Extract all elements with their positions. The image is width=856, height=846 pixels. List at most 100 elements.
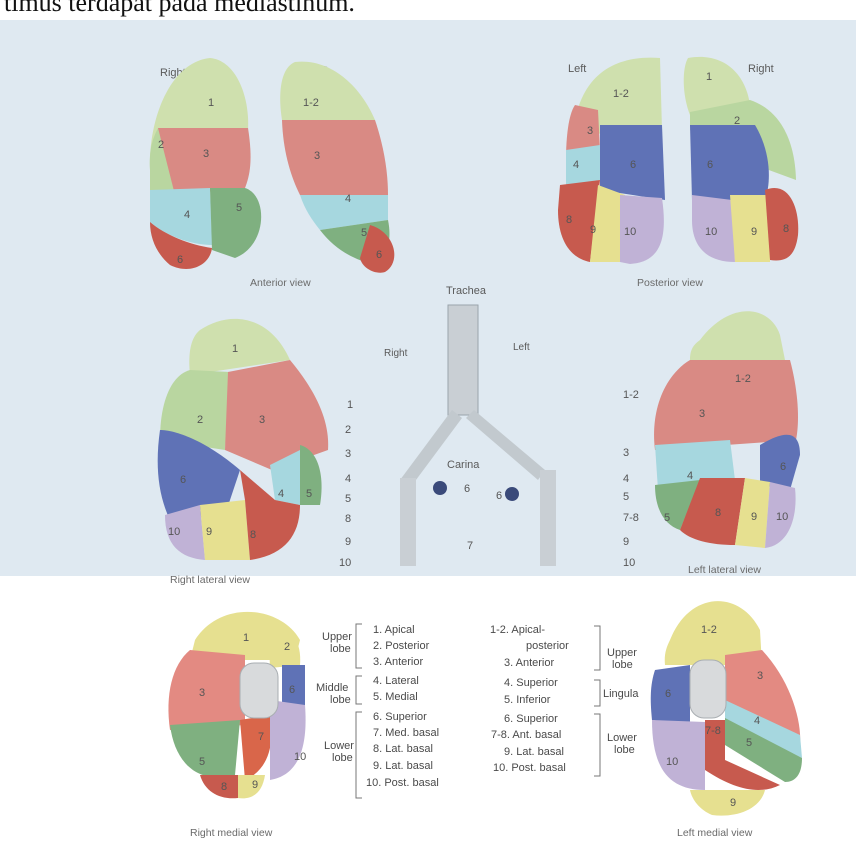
lleg-item-9: 9. Lat. basal [504,746,564,758]
rmed-seg8 [200,775,238,798]
rbr-2: 2 [345,424,351,436]
ant-r-num1: 1 [208,97,214,109]
lmed-num6: 6 [665,688,671,700]
llat-num10: 10 [776,511,788,523]
ant-l-num6: 6 [376,249,382,261]
lbr-3: 3 [623,447,629,459]
lbr-78: 7-8 [623,512,639,524]
ant-r-num5: 5 [236,202,242,214]
lbr-9: 9 [623,536,629,548]
post-l-num9: 9 [590,224,596,236]
right-bronchus-6-marker [433,481,447,495]
rbr-6: 6 [464,483,470,495]
lmed-num10: 10 [666,756,678,768]
lleg-lower-2: lobe [614,744,635,756]
left-lateral-view-label: Left lateral view [688,564,761,576]
post-l-num6: 6 [630,159,636,171]
lmed-num5: 5 [746,737,752,749]
llat-num3: 3 [699,408,705,420]
lbr-10: 10 [623,557,635,569]
rlat-num8: 8 [250,529,256,541]
rmed-num5: 5 [199,756,205,768]
rleg-item-9: 9. Lat. basal [373,760,433,772]
rmed-seg5 [170,720,240,778]
lbr-6: 6 [496,490,502,502]
lmed-hilum [690,660,726,718]
lleg-item-12a: 1-2. Apical- [490,624,545,636]
bronchial-tree: Trachea Carina Right Left 1 2 3 4 5 8 9 … [339,285,639,569]
llat-num9: 9 [751,511,757,523]
post-l-num4: 4 [573,159,579,171]
rbr-9: 9 [345,536,351,548]
carina-label: Carina [447,459,480,471]
ant-r-num4: 4 [184,209,190,221]
airway-left-label: Left [513,342,530,353]
rmed-seg3 [168,650,245,730]
rleg-item-6: 6. Superior [373,711,427,723]
anterior-view: Right Left 1 2 3 4 5 6 [150,58,395,289]
posterior-left-label: Left [568,63,586,75]
right-lateral-view-label: Right lateral view [170,574,250,586]
post-r-num6: 6 [707,159,713,171]
lmed-num4: 4 [754,715,760,727]
post-r-seg8 [765,188,798,260]
lleg-lower-1: Lower [607,732,637,744]
rmed-num1: 1 [243,632,249,644]
rlat-num9: 9 [206,526,212,538]
llat-seg12 [690,311,785,360]
rleg-item-5: 5. Medial [373,691,418,703]
right-lung-legend: Upper lobe Middle lobe Lower lobe 1. Api… [316,624,439,798]
rbr-1: 1 [347,399,353,411]
lbr-4: 4 [623,473,629,485]
post-r-num2: 2 [734,115,740,127]
rmed-seg7 [240,715,272,780]
rmed-num9: 9 [252,779,258,791]
rleg-upper-2: lobe [330,643,351,655]
rleg-lower-1: Lower [324,740,354,752]
lleg-bracket-lingula [594,680,600,706]
rleg-item-1: 1. Apical [373,624,415,636]
lleg-bracket-lower [594,714,600,776]
lleg-bracket-upper [594,626,600,670]
rleg-bracket-middle [356,676,362,704]
lleg-lingula: Lingula [603,688,639,700]
llat-seg3 [654,360,798,450]
llat-num6: 6 [780,461,786,473]
post-l-num3: 3 [587,125,593,137]
anterior-right-lung: 1 2 3 4 5 6 [150,58,261,269]
ant-r-num6: 6 [177,254,183,266]
rlat-num2: 2 [197,414,203,426]
lleg-item-12b: posterior [526,640,569,652]
rlat-num6: 6 [180,474,186,486]
lmed-seg10 [652,720,705,790]
rbr-4: 4 [345,473,351,485]
posterior-view-label: Posterior view [637,277,703,289]
lleg-item-10: 10. Post. basal [493,762,566,774]
posterior-right-label: Right [748,63,774,75]
anterior-left-lung: 1-2 3 4 5 6 [280,62,394,273]
rlat-num5: 5 [306,488,312,500]
right-medial-view-label: Right medial view [190,827,273,839]
rmed-num8: 8 [221,781,227,793]
rmed-num2: 2 [284,641,290,653]
lleg-upper-2: lobe [612,659,633,671]
rlat-num1: 1 [232,343,238,355]
post-l-num10: 10 [624,226,636,238]
ant-l-num12: 1-2 [303,97,319,109]
rmed-num3: 3 [199,687,205,699]
trachea-label: Trachea [446,285,487,297]
rlat-seg3 [225,360,328,470]
post-l-num8: 8 [566,214,572,226]
lbr-5: 5 [623,491,629,503]
rlat-num10: 10 [168,526,180,538]
rleg-middle-1: Middle [316,682,348,694]
right-main-bronchus [400,410,462,488]
rbr-5: 5 [345,493,351,505]
ant-l-num3: 3 [314,150,320,162]
post-l-num12: 1-2 [613,88,629,100]
lleg-item-3: 3. Anterior [504,657,554,669]
rleg-item-7: 7. Med. basal [373,727,439,739]
lmed-num9: 9 [730,797,736,809]
left-medial-view-label: Left medial view [677,827,753,839]
